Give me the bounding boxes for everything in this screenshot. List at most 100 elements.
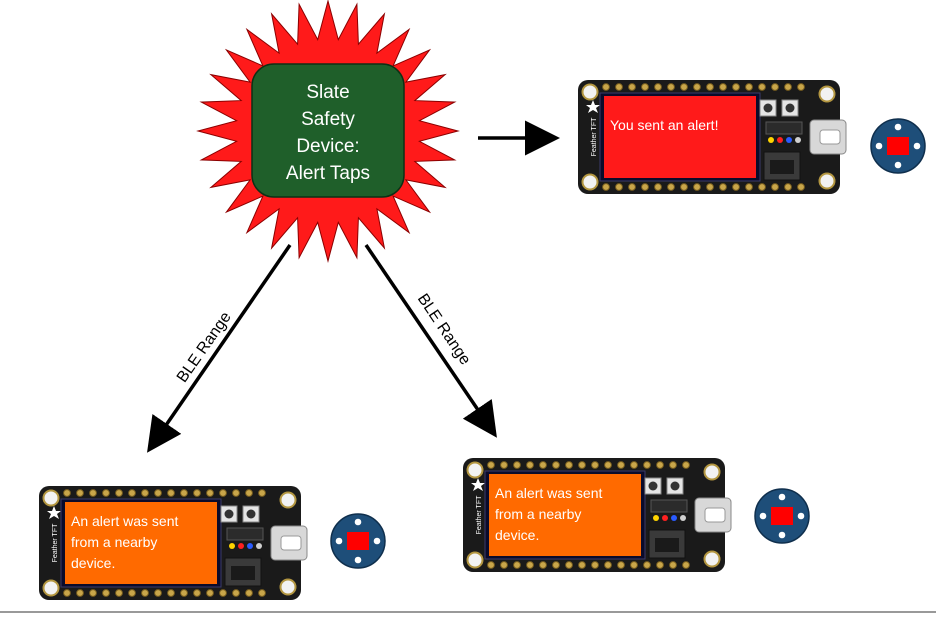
header-pin bbox=[591, 561, 599, 569]
tap-button-hole bbox=[894, 161, 902, 169]
mounting-hole bbox=[818, 172, 836, 190]
header-pin bbox=[206, 489, 214, 497]
header-pin bbox=[615, 183, 623, 191]
tap-button-center bbox=[771, 507, 793, 525]
screen-text-line: device. bbox=[495, 527, 539, 543]
header-pin bbox=[641, 83, 649, 91]
header-pin bbox=[552, 561, 560, 569]
hub-line-4: Alert Taps bbox=[286, 163, 370, 184]
usb-c-opening bbox=[704, 507, 726, 523]
hub-box bbox=[251, 63, 405, 198]
status-led bbox=[680, 515, 686, 521]
tap-button-hole bbox=[778, 531, 786, 539]
tap-button-receiver-right bbox=[754, 488, 810, 544]
tft-screen bbox=[65, 502, 217, 584]
status-led bbox=[662, 515, 668, 521]
chip bbox=[765, 121, 803, 135]
header-pin bbox=[232, 489, 240, 497]
tap-button-hole bbox=[778, 493, 786, 501]
arrow-to-receiver-left bbox=[147, 244, 292, 453]
header-pin bbox=[617, 561, 625, 569]
status-led bbox=[653, 515, 659, 521]
header-pin bbox=[656, 461, 664, 469]
mounting-hole bbox=[466, 551, 484, 569]
status-led bbox=[238, 543, 244, 549]
header-pin bbox=[89, 589, 97, 597]
board-sender: Feather TFTESP32-S3You sent an alert! bbox=[578, 80, 847, 194]
header-pin bbox=[232, 589, 240, 597]
header-pin bbox=[784, 83, 792, 91]
header-pin bbox=[578, 561, 586, 569]
header-pin bbox=[180, 589, 188, 597]
header-pin bbox=[667, 183, 675, 191]
header-pin bbox=[630, 561, 638, 569]
hub-line-1: Slate bbox=[306, 82, 349, 103]
header-pin bbox=[565, 561, 573, 569]
status-led bbox=[777, 137, 783, 143]
tap-button-sender bbox=[870, 118, 926, 174]
header-pin bbox=[76, 489, 84, 497]
header-pin bbox=[797, 183, 805, 191]
brand-logo bbox=[471, 478, 485, 491]
tap-button-hole bbox=[875, 142, 883, 150]
tap-button-receiver-left bbox=[330, 513, 386, 569]
hub-starburst: Slate Safety Device: Alert Taps bbox=[196, 0, 460, 263]
header-pin bbox=[552, 461, 560, 469]
tap-button-hole bbox=[759, 512, 767, 520]
header-pin bbox=[500, 461, 508, 469]
battery-connector-slot bbox=[770, 160, 794, 174]
header-pin bbox=[745, 83, 753, 91]
header-pin bbox=[102, 589, 110, 597]
mounting-hole bbox=[466, 461, 484, 479]
header-pin bbox=[669, 561, 677, 569]
header-pin bbox=[206, 589, 214, 597]
header-pin bbox=[76, 589, 84, 597]
header-pin bbox=[693, 183, 701, 191]
tap-button-hole bbox=[913, 142, 921, 150]
header-pin bbox=[180, 489, 188, 497]
header-pin bbox=[526, 561, 534, 569]
header-pin bbox=[706, 83, 714, 91]
header-pin bbox=[115, 489, 123, 497]
header-pin bbox=[245, 589, 253, 597]
tap-button-hole bbox=[797, 512, 805, 520]
screen-text-line: from a nearby bbox=[71, 534, 157, 550]
board-button-cap bbox=[246, 509, 256, 519]
header-pin bbox=[682, 461, 690, 469]
header-pin bbox=[758, 183, 766, 191]
header-pin bbox=[128, 489, 136, 497]
header-pin bbox=[693, 83, 701, 91]
chip bbox=[650, 499, 688, 513]
header-pin bbox=[539, 561, 547, 569]
header-pin bbox=[167, 589, 175, 597]
screen-text-line: from a nearby bbox=[495, 506, 581, 522]
usb-c-opening bbox=[819, 129, 841, 145]
header-pin bbox=[128, 589, 136, 597]
header-pin bbox=[641, 183, 649, 191]
status-led bbox=[229, 543, 235, 549]
header-pin bbox=[141, 489, 149, 497]
header-pin bbox=[591, 461, 599, 469]
mounting-hole bbox=[581, 83, 599, 101]
mounting-hole bbox=[818, 85, 836, 103]
mounting-hole bbox=[279, 491, 297, 509]
board-button-cap bbox=[224, 509, 234, 519]
header-pin bbox=[154, 589, 162, 597]
hub-line-3: Device: bbox=[296, 136, 359, 157]
header-pin bbox=[565, 461, 573, 469]
header-pin bbox=[219, 489, 227, 497]
status-led bbox=[786, 137, 792, 143]
header-pin bbox=[758, 83, 766, 91]
board-receiver-right: Feather TFTESP32-S3An alert was sentfrom… bbox=[463, 458, 732, 572]
mounting-hole bbox=[42, 489, 60, 507]
tap-button-center bbox=[347, 532, 369, 550]
header-pin bbox=[771, 183, 779, 191]
screen-text-line: An alert was sent bbox=[495, 485, 602, 501]
tap-button-hole bbox=[335, 537, 343, 545]
header-pin bbox=[643, 561, 651, 569]
header-pin bbox=[680, 183, 688, 191]
header-pin bbox=[719, 83, 727, 91]
header-pin bbox=[63, 489, 71, 497]
header-pin bbox=[258, 489, 266, 497]
